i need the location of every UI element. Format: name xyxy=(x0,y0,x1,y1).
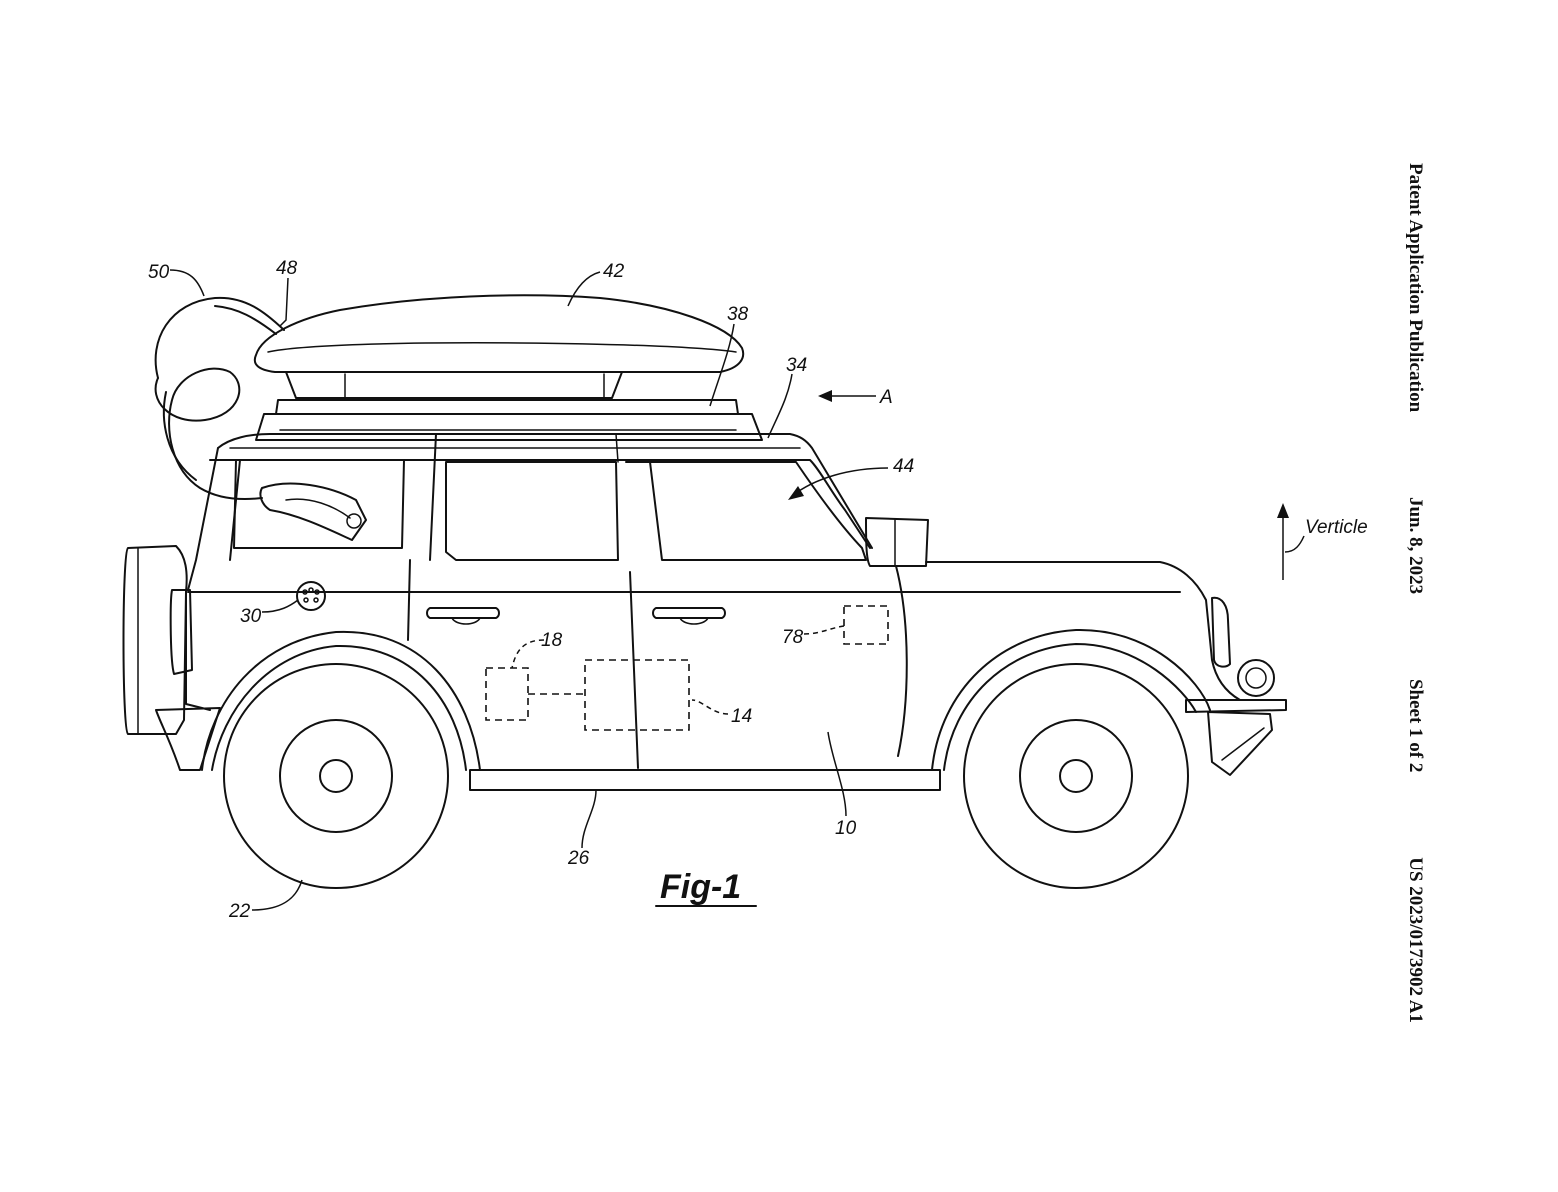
ref-26: 26 xyxy=(567,848,590,869)
ref-34: 34 xyxy=(786,355,807,376)
figure-label: Fig-1 xyxy=(655,868,757,907)
internal-modules xyxy=(485,605,889,731)
arrow-44 xyxy=(788,467,889,500)
vehicle-body xyxy=(122,433,1287,791)
leader-lines xyxy=(169,269,847,911)
roof-cargo-box xyxy=(253,294,745,399)
figure-title: Fig-1 xyxy=(660,868,741,906)
ref-48: 48 xyxy=(276,258,298,279)
roof-base xyxy=(255,399,763,441)
reference-numerals: 50 48 42 38 34 A 44 Verticle 30 18 78 14… xyxy=(148,258,1368,922)
ref-44: 44 xyxy=(893,456,914,477)
ref-14: 14 xyxy=(731,706,752,727)
ref-22: 22 xyxy=(228,901,251,922)
charging-cable xyxy=(154,296,367,541)
arrow-a xyxy=(818,390,876,402)
ref-10: 10 xyxy=(835,818,857,839)
ref-42: 42 xyxy=(603,261,625,282)
ref-18: 18 xyxy=(541,630,563,651)
charge-port xyxy=(296,581,326,611)
label-a: A xyxy=(879,387,893,408)
module-18-box xyxy=(485,667,529,721)
label-verticle: Verticle xyxy=(1305,517,1368,538)
sensor-78-box xyxy=(843,605,889,645)
vertical-arrow xyxy=(1277,503,1305,580)
ref-78: 78 xyxy=(782,627,804,648)
ref-30: 30 xyxy=(240,606,262,627)
rear-wheel xyxy=(223,663,449,889)
ref-38: 38 xyxy=(727,304,749,325)
controller-14-box xyxy=(584,659,690,731)
ref-50: 50 xyxy=(148,262,170,283)
front-wheel xyxy=(963,663,1189,889)
